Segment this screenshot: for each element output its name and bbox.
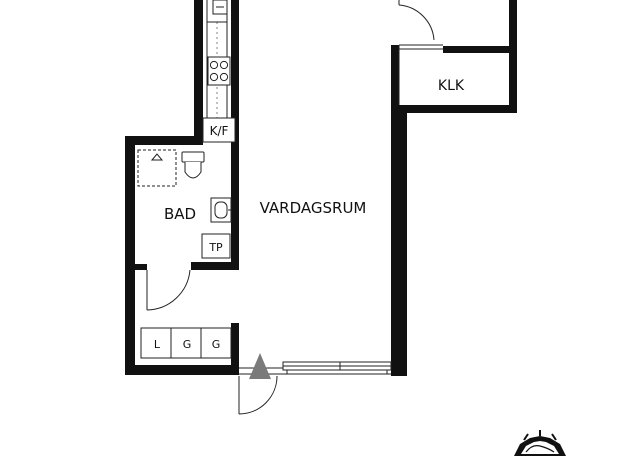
window-bottom (282, 361, 392, 375)
wardrobe-label-3: G (212, 338, 221, 351)
fridge-freezer-label: K/F (210, 124, 229, 138)
wall-bath-stub-left (135, 264, 147, 270)
wall-closet-bottom (398, 105, 517, 113)
wardrobe-label-2: G (183, 338, 192, 351)
wall-bath-bottom (191, 262, 239, 270)
wardrobes: L G G (140, 327, 232, 359)
wall-bath-top (125, 136, 203, 145)
wall-kitchen-left (194, 0, 203, 145)
logo-emblem-icon (514, 430, 566, 456)
toilet-icon (181, 151, 205, 179)
dryer-cabinet: TP (201, 233, 231, 259)
bath-door (146, 269, 191, 311)
dryer-label: TP (208, 241, 223, 254)
sink-icon (210, 197, 232, 223)
upper-door (398, 0, 435, 41)
walls (125, 0, 517, 376)
wall-bath-west (125, 136, 135, 375)
room-label-closet: KLK (438, 78, 465, 94)
closet-door (398, 44, 443, 105)
wall-right-lower (391, 113, 407, 376)
wall-closet-right (509, 0, 517, 113)
fridge-freezer: K/F (202, 117, 236, 143)
wall-wardrobe-right (231, 323, 239, 375)
stove-icon (207, 56, 231, 86)
wall-closet-top (443, 46, 517, 53)
room-label-bath: BAD (164, 205, 196, 223)
wall-bottom (125, 365, 239, 375)
room-label-living: VARDAGSRUM (260, 199, 367, 217)
wall-right-upper (391, 45, 399, 113)
entrance-triangle-icon (249, 353, 271, 379)
wardrobe-label-1: L (154, 338, 161, 351)
shower-icon (137, 149, 177, 187)
